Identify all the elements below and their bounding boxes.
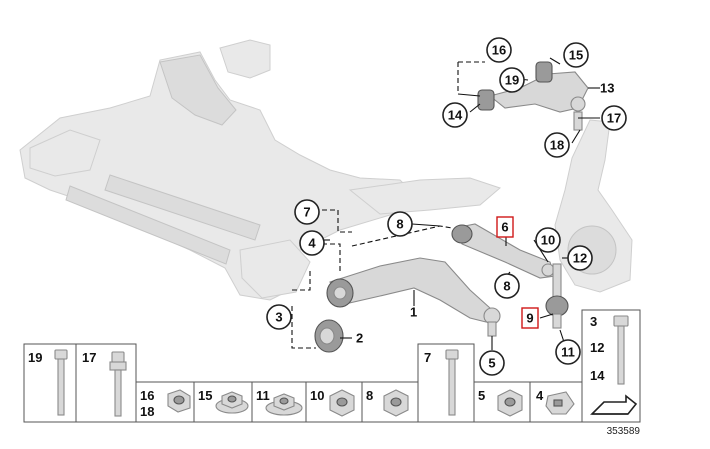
svg-text:3: 3	[275, 310, 282, 325]
svg-text:10: 10	[541, 233, 555, 248]
tension-strut-arm	[451, 223, 556, 279]
nut-10-icon	[329, 389, 355, 417]
bolt-7-icon	[445, 349, 459, 416]
svg-text:8: 8	[396, 217, 403, 232]
wishbone-arm	[326, 257, 501, 337]
callout-8-lower: 8	[494, 273, 520, 299]
table-label-11: 11	[256, 388, 270, 403]
bolt-17-icon	[109, 351, 127, 417]
callout-1: 1	[410, 305, 417, 320]
table-label-7: 7	[424, 350, 431, 365]
bolt-19-icon	[54, 349, 68, 416]
clip-4-icon	[545, 391, 575, 415]
callout-15: 15	[563, 42, 589, 68]
callout-7: 7	[294, 199, 320, 225]
callout-4: 4	[299, 230, 325, 256]
nut-15-icon	[215, 391, 249, 414]
table-label-4: 4	[536, 388, 544, 403]
svg-text:8: 8	[503, 279, 510, 294]
callout-13: 13	[600, 81, 614, 96]
svg-text:18: 18	[550, 138, 564, 153]
svg-text:4: 4	[308, 236, 316, 251]
tie-rod-link	[545, 263, 569, 329]
table-label-14: 14	[590, 368, 605, 383]
table-label-16: 16	[140, 388, 154, 403]
callout-9: 9	[521, 307, 539, 329]
table-label-3: 3	[590, 314, 597, 329]
callout-2: 2	[356, 331, 363, 346]
svg-text:1: 1	[410, 305, 417, 320]
callout-10: 10	[535, 227, 561, 253]
svg-text:9: 9	[526, 311, 533, 326]
table-label-15: 15	[198, 388, 212, 403]
nut-5-icon	[497, 389, 523, 417]
callout-3: 3	[266, 304, 292, 330]
svg-text:15: 15	[569, 48, 583, 63]
svg-text:5: 5	[488, 356, 495, 371]
svg-text:13: 13	[600, 81, 614, 96]
fastener-table: 19 17 16 18 15 11 10 8 7 5 4 3 12 14	[23, 309, 641, 423]
rubber-mount	[314, 319, 344, 353]
callout-17: 17	[601, 105, 627, 131]
bolt-3-icon	[613, 315, 629, 385]
table-label-17: 17	[82, 350, 96, 365]
callout-16: 16	[486, 37, 512, 63]
svg-text:17: 17	[607, 111, 621, 126]
svg-text:14: 14	[448, 108, 463, 123]
nut-16-18-icon	[167, 389, 191, 413]
svg-text:12: 12	[573, 251, 587, 266]
reference-number: 353589	[607, 426, 641, 437]
table-label-19: 19	[28, 350, 42, 365]
nut-11-icon	[265, 393, 303, 416]
table-label-18: 18	[140, 404, 154, 419]
table-label-5: 5	[478, 388, 485, 403]
callout-8-upper: 8	[387, 211, 413, 237]
table-label-8: 8	[366, 388, 373, 403]
svg-text:6: 6	[501, 220, 508, 235]
svg-text:16: 16	[492, 43, 506, 58]
upper-control-arm	[477, 61, 589, 131]
svg-text:2: 2	[356, 331, 363, 346]
svg-text:7: 7	[303, 205, 310, 220]
table-label-10: 10	[310, 388, 324, 403]
svg-text:11: 11	[561, 345, 575, 360]
nut-8-icon	[383, 389, 409, 417]
callout-5: 5	[479, 350, 505, 376]
callout-12: 12	[567, 245, 593, 271]
callout-6: 6	[496, 216, 514, 238]
table-label-12: 12	[590, 340, 604, 355]
callout-18: 18	[544, 132, 570, 158]
callout-19: 19	[499, 67, 525, 93]
callout-11: 11	[555, 339, 581, 365]
direction-arrow-icon	[590, 394, 638, 415]
svg-text:19: 19	[505, 73, 519, 88]
callout-14: 14	[442, 102, 468, 128]
